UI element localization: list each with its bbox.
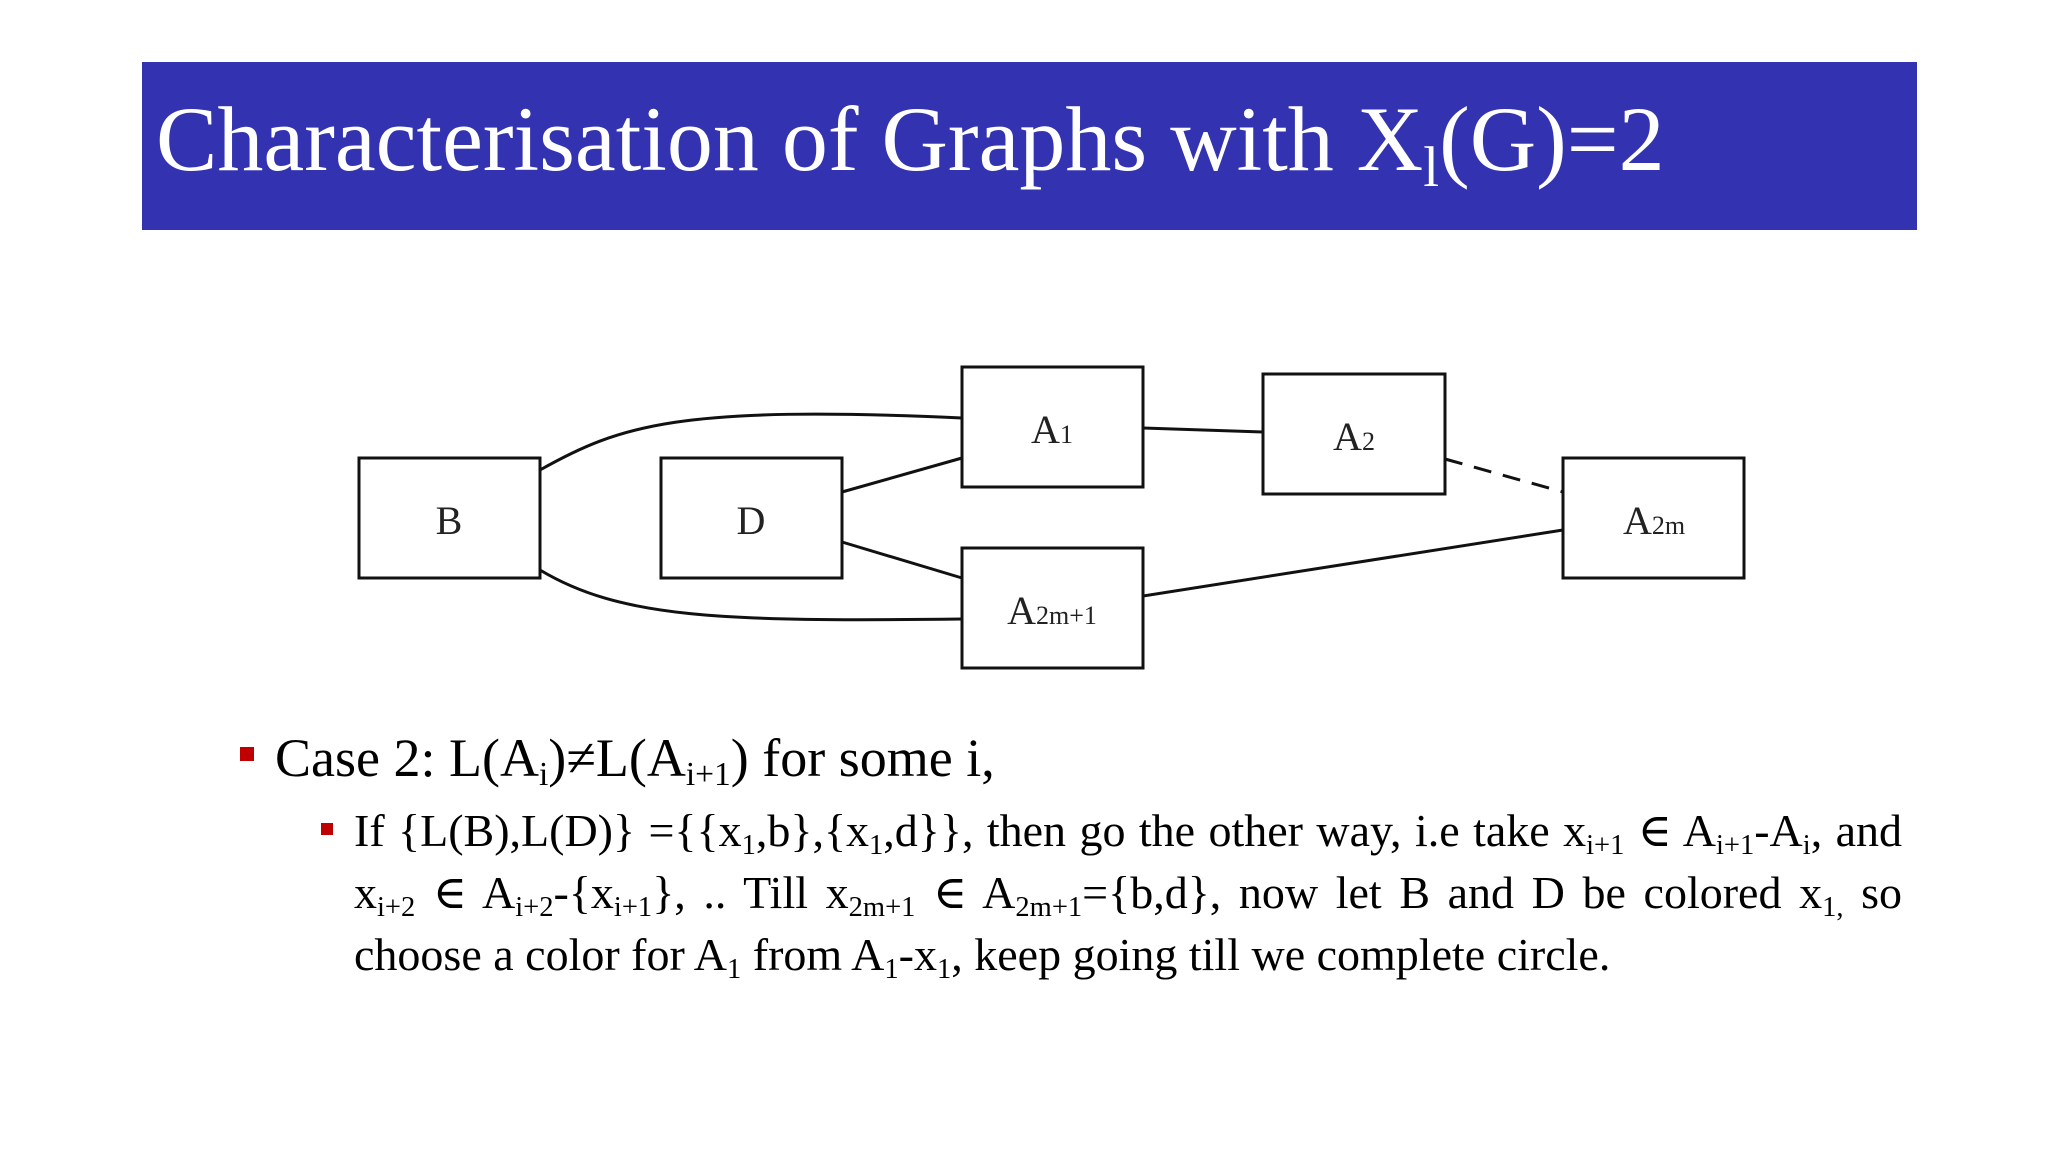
bullet-square-icon: [321, 823, 333, 835]
node-a2m: [1561, 456, 1746, 580]
node-a1: [960, 365, 1145, 489]
edge-a2-a2m: [1444, 457, 1564, 494]
node-b-label: B: [436, 498, 463, 543]
bullet-detail: If {L(B),L(D)} ={{x1,b},{x1,d}}, then go…: [321, 800, 1902, 986]
node-a2: [1261, 372, 1447, 496]
edge-b-a1: [539, 412, 963, 472]
node-a1-label: A1: [1031, 407, 1073, 452]
node-d: [659, 456, 844, 580]
slide-title: Characterisation of Graphs with Xl(G)=2: [156, 88, 1665, 199]
bullet-list: Case 2: L(Ai)≠L(Ai+1) for some i, If {L(…: [240, 724, 1902, 986]
edge-d-a1: [841, 456, 963, 494]
bullet-case-2: Case 2: L(Ai)≠L(Ai+1) for some i,: [240, 724, 1900, 792]
node-a2m1: [960, 546, 1145, 670]
edge-a2m1-a2m: [1142, 528, 1564, 598]
bullet-square-icon: [240, 747, 254, 761]
edge-d-a2m1: [841, 540, 963, 580]
title-bar: Characterisation of Graphs with Xl(G)=2: [142, 62, 1917, 230]
node-d-label: D: [737, 498, 766, 543]
edge-a1-a2: [1142, 426, 1264, 434]
node-a2-label: A2: [1333, 414, 1375, 459]
node-b: [357, 456, 542, 580]
edge-b-a2m1: [539, 568, 963, 622]
node-a2m1-label: A2m+1: [1007, 588, 1097, 633]
node-a2m-label: A2m: [1623, 498, 1685, 543]
